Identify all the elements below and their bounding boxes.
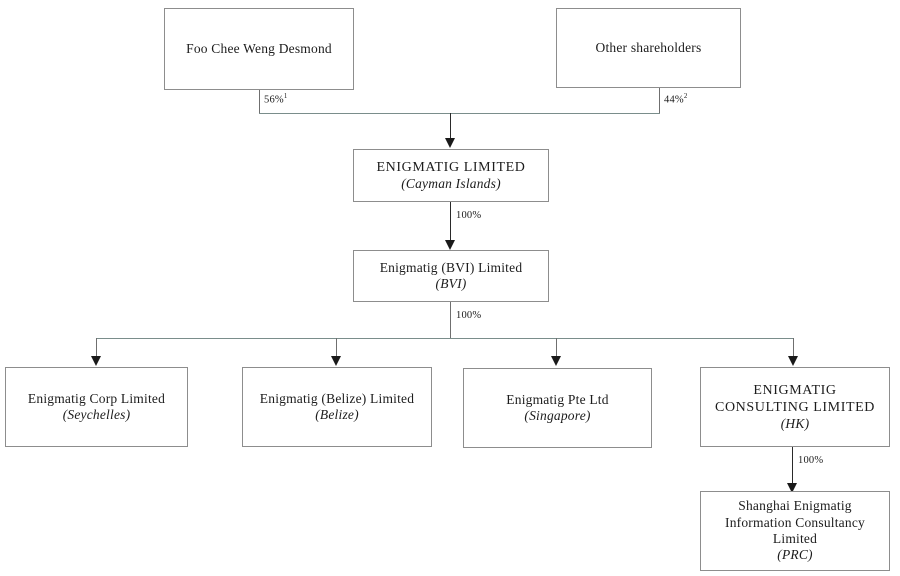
edge-pct-value: 56%	[264, 94, 284, 106]
node-enigmatig-belize-limited[interactable]: Enigmatig (Belize) Limited (Belize)	[242, 367, 432, 447]
node-location: (Singapore)	[524, 408, 591, 423]
arrow-to-prc	[787, 483, 797, 493]
edge-label-hongkong-prc-pct: 100%	[798, 455, 824, 466]
node-label: Enigmatig (Belize) Limited	[259, 390, 415, 406]
connector-parent-to-bvi	[450, 202, 451, 244]
connector-hongkong-to-prc	[792, 447, 793, 490]
arrow-to-seychelles	[91, 356, 101, 366]
node-label: ENIGMATIG LIMITED	[376, 159, 526, 175]
arrow-to-hongkong	[788, 356, 798, 366]
edge-pct-footnote: 1	[283, 92, 288, 100]
edge-label-individual-pct: 56%1	[264, 92, 288, 106]
node-label: Foo Chee Weng Desmond	[186, 40, 332, 56]
node-enigmatig-bvi-limited[interactable]: Enigmatig (BVI) Limited (BVI)	[353, 250, 549, 302]
connector-drop-seychelles	[96, 338, 97, 360]
connector-other-down	[659, 88, 660, 113]
connector-bus-to-parent	[450, 113, 451, 141]
connector-bvi-down	[450, 302, 451, 338]
node-label-line2: CONSULTING LIMITED	[715, 399, 875, 415]
node-location: (Belize)	[315, 407, 359, 422]
connector-drop-hongkong	[793, 338, 794, 360]
node-parent-enigmatig-limited[interactable]: ENIGMATIG LIMITED (Cayman Islands)	[353, 149, 549, 202]
arrow-to-belize	[331, 356, 341, 366]
node-enigmatig-corp-limited[interactable]: Enigmatig Corp Limited (Seychelles)	[5, 367, 188, 447]
arrow-to-singapore	[551, 356, 561, 366]
arrow-to-parent	[445, 138, 455, 148]
edge-label-other-pct: 44%2	[664, 92, 688, 106]
node-label-line2: Information Consultancy	[725, 514, 865, 530]
node-shanghai-enigmatig-information-consultancy[interactable]: Shanghai Enigmatig Information Consultan…	[700, 491, 890, 571]
connector-drop-singapore	[556, 338, 557, 360]
edge-pct-footnote: 2	[683, 92, 688, 100]
node-location: (Seychelles)	[62, 407, 131, 422]
node-label: Enigmatig Pte Ltd	[506, 391, 609, 407]
node-location: (PRC)	[777, 547, 813, 563]
node-location: (HK)	[780, 415, 810, 431]
connector-shareholders-bus	[259, 113, 660, 114]
node-label: Other shareholders	[595, 39, 702, 55]
connector-subsidiaries-bus	[96, 338, 793, 339]
edge-label-bvi-subsidiaries-pct: 100%	[456, 310, 482, 321]
node-location: (BVI)	[435, 276, 467, 291]
node-label: Enigmatig (BVI) Limited	[379, 259, 523, 275]
node-enigmatig-consulting-limited[interactable]: ENIGMATIG CONSULTING LIMITED (HK)	[700, 367, 890, 447]
node-label: Enigmatig Corp Limited	[27, 390, 166, 406]
node-label-line3: Limited	[772, 531, 818, 546]
connector-individual-down	[259, 90, 260, 113]
node-label-line1: ENIGMATIG	[753, 382, 837, 398]
connector-drop-belize	[336, 338, 337, 360]
edge-label-parent-bvi-pct: 100%	[456, 210, 482, 221]
node-enigmatig-pte-ltd[interactable]: Enigmatig Pte Ltd (Singapore)	[463, 368, 652, 448]
node-shareholder-other[interactable]: Other shareholders	[556, 8, 741, 88]
node-location: (Cayman Islands)	[401, 175, 501, 191]
edge-pct-value: 44%	[664, 94, 684, 106]
node-shareholder-individual[interactable]: Foo Chee Weng Desmond	[164, 8, 354, 90]
arrow-to-bvi	[445, 240, 455, 250]
node-label-line1: Shanghai Enigmatig	[738, 498, 852, 514]
